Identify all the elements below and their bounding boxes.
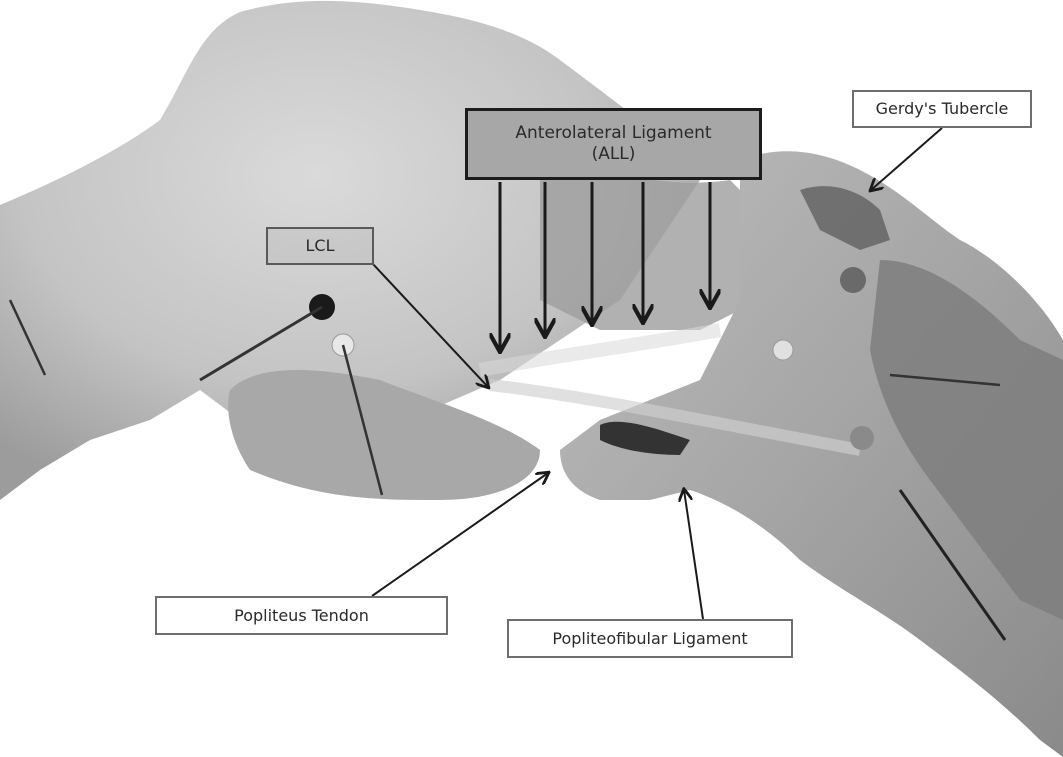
- popliteal-gap: [600, 421, 690, 455]
- dissected-compartment: [870, 260, 1063, 620]
- lcl-arrow: [371, 262, 488, 387]
- gerdys-label-text: Gerdy's Tubercle: [875, 99, 1009, 118]
- popliteus-tendon-label: Popliteus Tendon: [155, 596, 448, 635]
- gerdys-arrow: [871, 127, 943, 190]
- pin-gray-1: [840, 267, 866, 293]
- all-label-line2: (ALL): [591, 144, 636, 164]
- all-label-line1: Anterolateral Ligament: [515, 122, 712, 143]
- popliteofibular-ligament-label: Popliteofibular Ligament: [507, 619, 793, 658]
- pin-shaft-3: [898, 489, 1007, 641]
- anterolateral-ligament-band: [478, 323, 722, 377]
- lcl-label: LCL: [266, 227, 374, 265]
- popliteus-arrow: [371, 473, 548, 597]
- condyle-region: [540, 150, 770, 330]
- gerdys-tubercle-label: Gerdy's Tubercle: [852, 90, 1032, 128]
- lcl-label-text: LCL: [305, 236, 335, 255]
- gerdys-tubercle-area: [800, 186, 890, 250]
- popliteofibular-arrow: [684, 490, 704, 620]
- popliteus-label-text: Popliteus Tendon: [234, 605, 369, 625]
- pin-shaft-1: [199, 305, 323, 382]
- pin-shaft-4: [889, 373, 1001, 387]
- pin-white-2: [772, 339, 794, 361]
- pin-shaft-2: [341, 344, 384, 496]
- pin-gray-2: [850, 426, 874, 450]
- pin-shaft-5: [8, 299, 47, 376]
- posterior-lobe: [228, 370, 540, 500]
- anterolateral-ligament-label: Anterolateral Ligament (ALL): [465, 108, 762, 180]
- popliteofibular-label-text: Popliteofibular Ligament: [552, 628, 748, 648]
- lcl-band: [489, 379, 862, 456]
- all-arrows: [500, 182, 710, 350]
